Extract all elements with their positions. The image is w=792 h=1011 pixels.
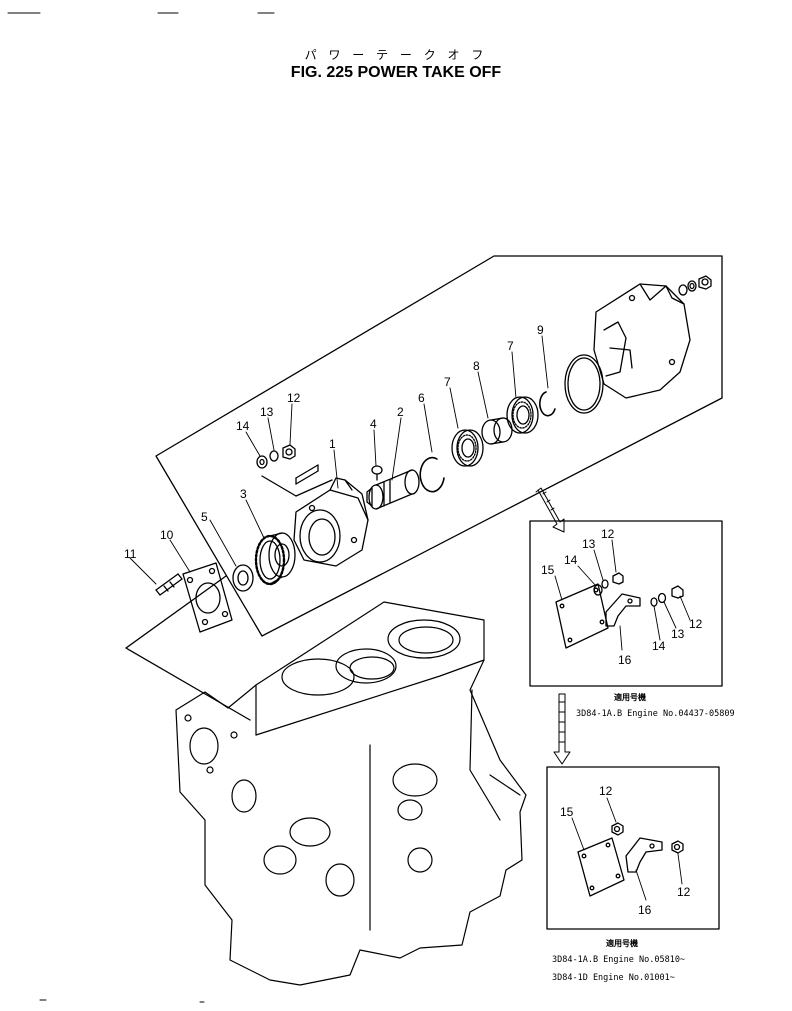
caption-line-2: 3D84-1D Engine No.01001~	[552, 973, 675, 983]
callout-13: 13	[582, 537, 596, 551]
callout-12: 12	[599, 784, 613, 798]
callout-12: 12	[287, 391, 301, 405]
part-gasket	[182, 562, 233, 633]
part-stud	[155, 573, 183, 596]
callout-12: 12	[677, 885, 691, 899]
caption-heading: 適用号機	[606, 938, 638, 948]
callout-3: 3	[240, 487, 247, 501]
callout-14: 14	[236, 419, 250, 433]
callout-7a: 7	[444, 375, 451, 389]
part-o-ring	[564, 354, 604, 414]
part-bearing-5	[232, 564, 254, 592]
callout-8: 8	[473, 359, 480, 373]
callout-4: 4	[370, 417, 377, 431]
callout-15: 15	[560, 805, 574, 819]
caption-line-1: 3D84-1A.B Engine No.05810~	[552, 955, 685, 965]
arrow-to-inset-2	[553, 693, 571, 765]
part-housing	[261, 464, 369, 567]
part-rear-cover	[593, 283, 691, 399]
callout-9: 9	[537, 323, 544, 337]
caption-inset-2: 適用号機 3D84-1A.B Engine No.05810~ 3D84-1D …	[552, 938, 685, 983]
callout-7b: 7	[507, 339, 514, 353]
callout-11: 11	[124, 547, 137, 561]
callouts-main: 11 10 5 3 1 4 2 6 7 8 7 9 14 13 12	[124, 323, 544, 561]
inset-variant-2	[546, 766, 720, 930]
caption-inset-1: 適用号機 3D84-1A.B Engine No.04437-05809	[576, 692, 735, 719]
inset-variant-1	[529, 520, 723, 687]
caption-heading: 適用号機	[614, 692, 646, 702]
callouts-inset-1: 15 14 13 12 16 14 13 12	[541, 527, 703, 667]
callout-6: 6	[418, 391, 425, 405]
part-snap-ring-9	[539, 391, 556, 417]
callout-13: 13	[260, 405, 274, 419]
callout-15: 15	[541, 563, 555, 577]
callout-1: 1	[329, 437, 336, 451]
title-japanese: パ ワ ー テ ー ク オ フ	[304, 48, 488, 62]
callout-2: 2	[397, 405, 404, 419]
callout-5: 5	[201, 510, 208, 524]
callout-12: 12	[601, 527, 615, 541]
main-leader-lines	[129, 335, 549, 585]
part-bearing-7b	[506, 396, 539, 434]
part-gear	[254, 532, 296, 586]
callout-16: 16	[638, 903, 652, 917]
arrow-to-inset-1	[535, 487, 565, 533]
callout-12: 12	[689, 617, 703, 631]
engine-block	[175, 601, 527, 986]
callout-14: 14	[564, 553, 578, 567]
caption-line-1: 3D84-1A.B Engine No.04437-05809	[576, 709, 735, 719]
callout-10: 10	[160, 528, 174, 542]
main-assembly-frame	[125, 255, 723, 721]
part-snap-ring-6	[419, 456, 445, 493]
part-plug	[371, 465, 383, 481]
part-main-fasteners	[256, 444, 296, 469]
scan-marks	[7, 12, 275, 1003]
part-bearing-7a	[451, 429, 484, 467]
figure-title: FIG. 225 POWER TAKE OFF	[290, 64, 502, 81]
part-rear-fasteners	[678, 275, 712, 296]
callouts-inset-2: 15 12 16 12	[560, 784, 691, 917]
part-shaft	[366, 469, 420, 510]
callout-16: 16	[618, 653, 632, 667]
callout-13: 13	[671, 627, 685, 641]
callout-14: 14	[652, 639, 666, 653]
